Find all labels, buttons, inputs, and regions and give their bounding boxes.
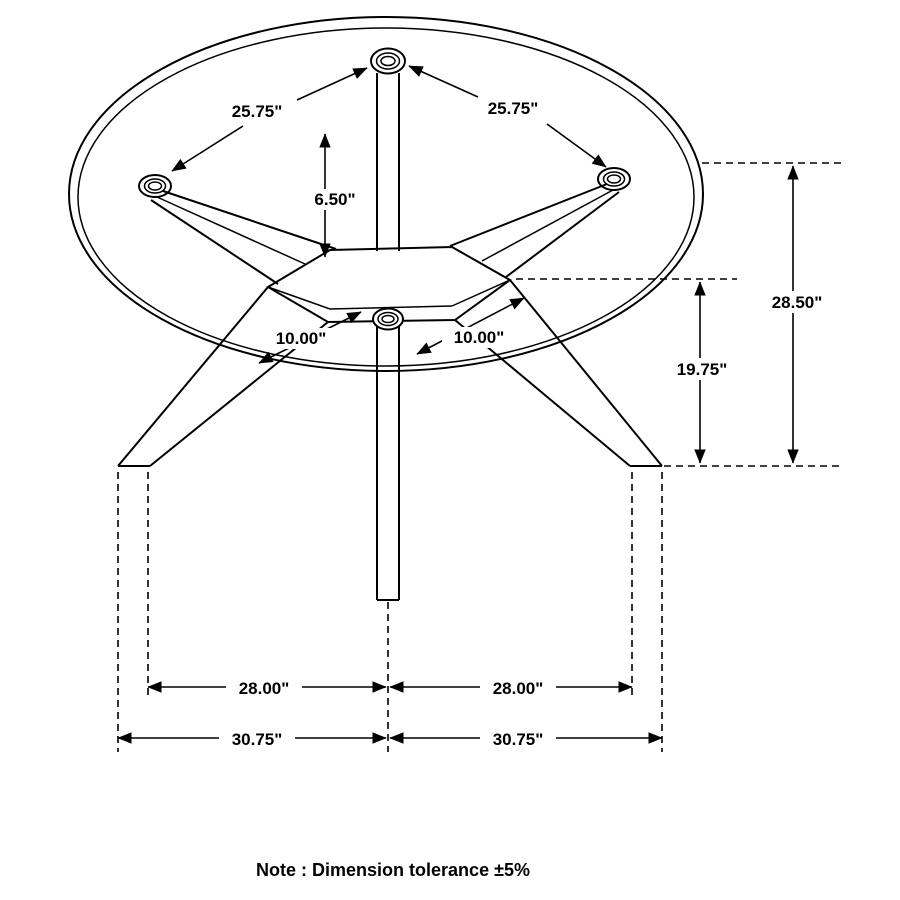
hub-front-left-edge [267, 286, 331, 310]
backing-feet-span-right [480, 676, 556, 698]
label-dim-overall-span-left: 30.75" [232, 730, 283, 749]
arrow-top-left-to-top-connector [296, 67, 368, 101]
center-connector-outer-ring [372, 307, 404, 331]
arrow-top-right-to-right-connector [546, 123, 607, 168]
dimension-lines [117, 65, 843, 752]
center-connector-mid-ring [377, 311, 399, 327]
left-arm-mid-edge [156, 196, 306, 265]
label-dim-overall-height: 28.50" [772, 293, 823, 312]
left-arm-upper-edge [162, 190, 337, 250]
center-bottom-connector [372, 307, 404, 331]
arrow-hub-right [416, 297, 525, 355]
label-backings [219, 189, 833, 749]
label-dim-column-height: 6.50" [314, 190, 355, 209]
backing-hub-right [442, 327, 516, 348]
backing-overall-span-right [480, 727, 556, 749]
label-dim-overall-span-right: 30.75" [493, 730, 544, 749]
backing-column-height [306, 189, 364, 210]
label-dim-base-height: 19.75" [677, 360, 728, 379]
glass-top-inner-edge [77, 27, 695, 367]
right-leg [454, 279, 663, 467]
backing-hub-left [264, 328, 338, 349]
left-connector [138, 174, 172, 198]
top-connector-mid-ring [375, 52, 401, 70]
top-connector [370, 47, 406, 75]
label-dim-hub-left: 10.00" [276, 329, 327, 348]
right-leg-outer-edge [509, 279, 663, 467]
left-leg [117, 286, 329, 467]
arrow-top-right-to-top-connector [408, 65, 479, 98]
left-arm-lower-edge [150, 199, 279, 285]
label-dim-hub-right: 10.00" [454, 328, 505, 347]
table-structure [68, 16, 704, 601]
left-connector-inner-ring [147, 181, 163, 191]
left-leg-outer-edge [117, 286, 269, 467]
arrow-top-left-to-left-connector [171, 125, 244, 172]
backing-overall-span-left [219, 727, 295, 749]
center-leg [376, 322, 400, 601]
right-connector-inner-ring [606, 174, 622, 184]
right-arm-mid-edge [481, 189, 614, 262]
backing-feet-span-left [226, 676, 302, 698]
left-connector-mid-ring [143, 178, 167, 194]
top-connector-inner-ring [380, 55, 396, 67]
backing-overall-height [761, 291, 833, 313]
label-dim-top-right: 25.75" [488, 99, 539, 118]
label-dim-feet-span-left: 28.00" [239, 679, 290, 698]
right-arm [449, 183, 620, 278]
center-connector-inner-ring [381, 314, 395, 324]
extension-lines [117, 162, 843, 752]
right-arm-lower-edge [505, 191, 620, 278]
glass-top-outer-edge [68, 16, 704, 372]
dimension-labels: 25.75" 25.75" 6.50" 10.00" 10.00" 28.50"… [232, 99, 823, 749]
label-dim-top-left: 25.75" [232, 102, 283, 121]
left-arm [150, 190, 337, 285]
label-dim-feet-span-right: 28.00" [493, 679, 544, 698]
right-arm-upper-edge [449, 183, 608, 247]
right-connector-mid-ring [602, 171, 626, 187]
tolerance-note: Note : Dimension tolerance ±5% [256, 860, 530, 880]
backing-base-height [666, 358, 738, 380]
